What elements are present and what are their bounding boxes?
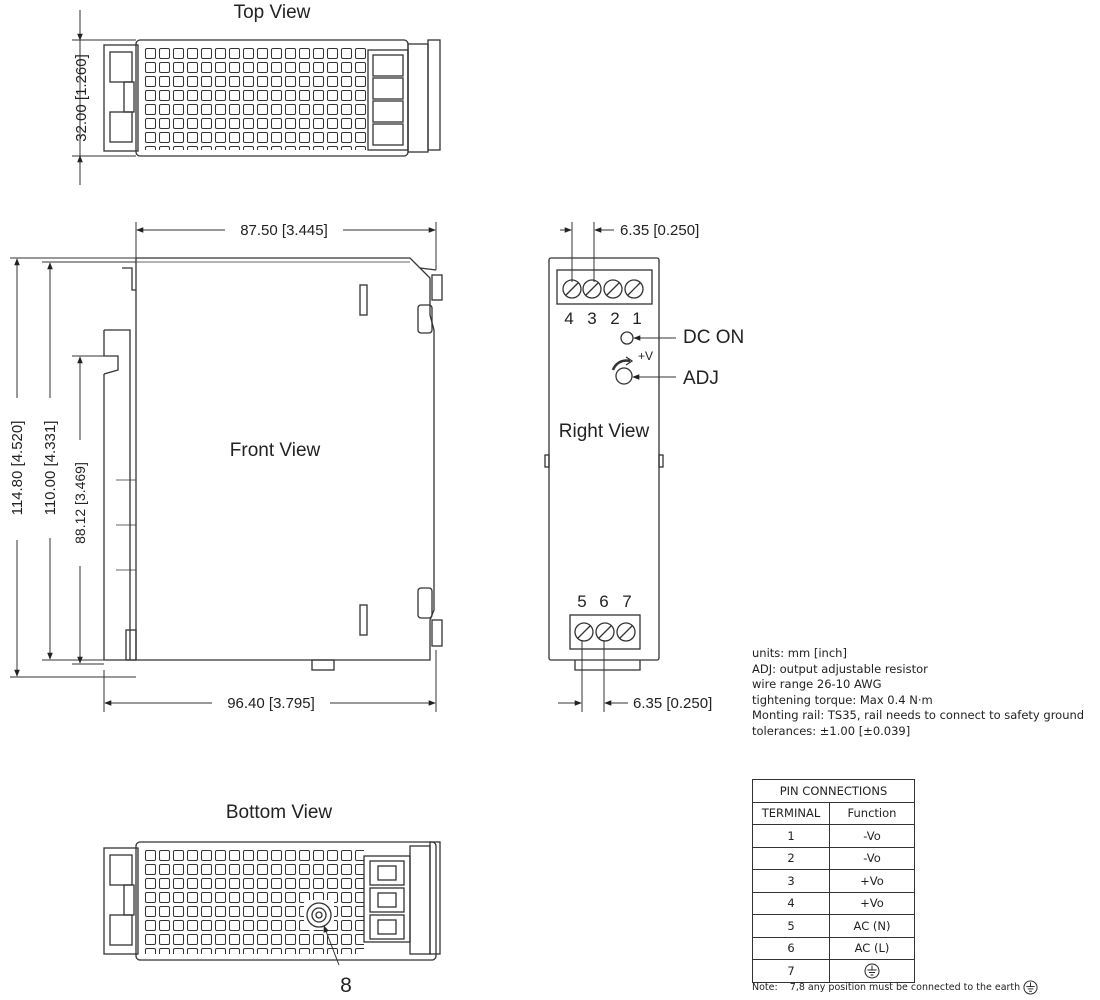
ground-marker-label: 8: [340, 974, 352, 997]
earth-ground-icon: [864, 963, 880, 979]
pin-connections-table: PIN CONNECTIONS TERMINAL Function 1 -Vo …: [752, 779, 915, 983]
right-view: 4 3 2 1 DC ON +V ADJ Right View 5 6 7: [544, 222, 744, 712]
column-header-function: Function: [829, 801, 915, 825]
table-row: 2 -Vo: [752, 846, 915, 870]
function-cell: +Vo: [829, 869, 915, 893]
note-wire-range: wire range 26-10 AWG: [752, 677, 882, 691]
terminal-cell: 1: [752, 824, 830, 848]
function-cell: -Vo: [829, 824, 915, 848]
note-adj: ADJ: output adjustable resistor: [752, 661, 928, 676]
table-row: 6 AC (L): [752, 936, 915, 960]
terminal-cell: 3: [752, 869, 830, 893]
dimension-pitch-bottom: 6.35 [0.250]: [633, 695, 712, 712]
terminal-screw-7: [616, 622, 636, 642]
front-view: Front View 87.50 [3.445] 96.40 [3.795] 1…: [9, 222, 443, 712]
bottom-view: Bottom View 8: [103, 802, 441, 997]
dimension-height-rail: 88.12 [3.469]: [72, 462, 88, 544]
terminal-screw-6: [595, 622, 615, 642]
terminal-cell: 2: [752, 846, 830, 870]
top-view-title: Top View: [234, 2, 311, 23]
footnote-prefix: Note:: [752, 982, 778, 993]
dc-on-led-icon: [620, 331, 634, 345]
terminal-cell: 7: [752, 959, 830, 983]
terminal-screw-3: [582, 279, 602, 299]
note-tolerances: tolerances: ±1.00 [±0.039]: [752, 723, 911, 738]
terminal-screw-5: [574, 622, 594, 642]
function-cell: +Vo: [829, 891, 915, 915]
spec-notes: units: mm [inch] ADJ: output adjustable …: [752, 646, 1097, 739]
function-cell: -Vo: [829, 846, 915, 870]
terminal-screw-2: [603, 279, 623, 299]
dc-on-label: DC ON: [683, 327, 744, 348]
footnote-text: 7,8 any position must be connected to th…: [789, 982, 1021, 993]
column-header-terminal: TERMINAL: [752, 801, 830, 825]
adj-label: ADJ: [683, 368, 719, 389]
table-row: 7: [752, 959, 915, 983]
table-row: 5 AC (N): [752, 914, 915, 938]
dimension-pitch-top: 6.35 [0.250]: [620, 222, 699, 239]
terminal-screw-1: [624, 279, 644, 299]
function-cell: AC (L): [829, 936, 915, 960]
top-terminals: [562, 279, 644, 299]
dimension-height-body: 110.00 [4.331]: [42, 421, 59, 516]
terminal-number-2: 2: [610, 309, 619, 328]
note-units: units: mm [inch]: [752, 646, 847, 660]
terminal-cell: 4: [752, 891, 830, 915]
front-view-title: Front View: [230, 440, 321, 461]
footnote: Note: 7,8 any position must be connected…: [752, 980, 1038, 995]
terminal-cell: 6: [752, 936, 830, 960]
dimension-height-overall: 114.80 [4.520]: [9, 421, 26, 516]
table-row: 1 -Vo: [752, 824, 915, 848]
plus-v-label: +V: [638, 349, 653, 363]
earth-ground-icon: [1023, 980, 1038, 995]
terminal-number-5: 5: [577, 592, 586, 611]
adj-potentiometer-icon: [615, 367, 633, 385]
ground-screw-icon: [306, 902, 332, 928]
table-title: PIN CONNECTIONS: [752, 779, 915, 803]
function-cell: AC (N): [829, 914, 915, 938]
note-rail: Monting rail: TS35, rail needs to connec…: [752, 708, 1085, 722]
terminal-cell: 5: [752, 914, 830, 938]
terminal-number-1: 1: [632, 309, 641, 328]
bottom-terminals: [574, 622, 636, 642]
terminal-number-6: 6: [599, 592, 608, 611]
terminal-number-4: 4: [564, 309, 573, 328]
terminal-number-7: 7: [622, 592, 631, 611]
terminal-number-3: 3: [587, 309, 596, 328]
dimension-width-bottom: 96.40 [3.795]: [227, 695, 315, 712]
function-cell: [829, 959, 915, 983]
dimension-height-top: 32.00 [1.260]: [73, 54, 90, 142]
dimension-width-top: 87.50 [3.445]: [240, 222, 328, 239]
top-view: Top View 32.00 [1.260]: [72, 2, 441, 185]
table-row: 3 +Vo: [752, 869, 915, 893]
table-row: 4 +Vo: [752, 891, 915, 915]
note-torque: tightening torque: Max 0.4 N·m: [752, 692, 933, 707]
right-view-title: Right View: [559, 421, 650, 442]
bottom-view-title: Bottom View: [226, 802, 333, 823]
